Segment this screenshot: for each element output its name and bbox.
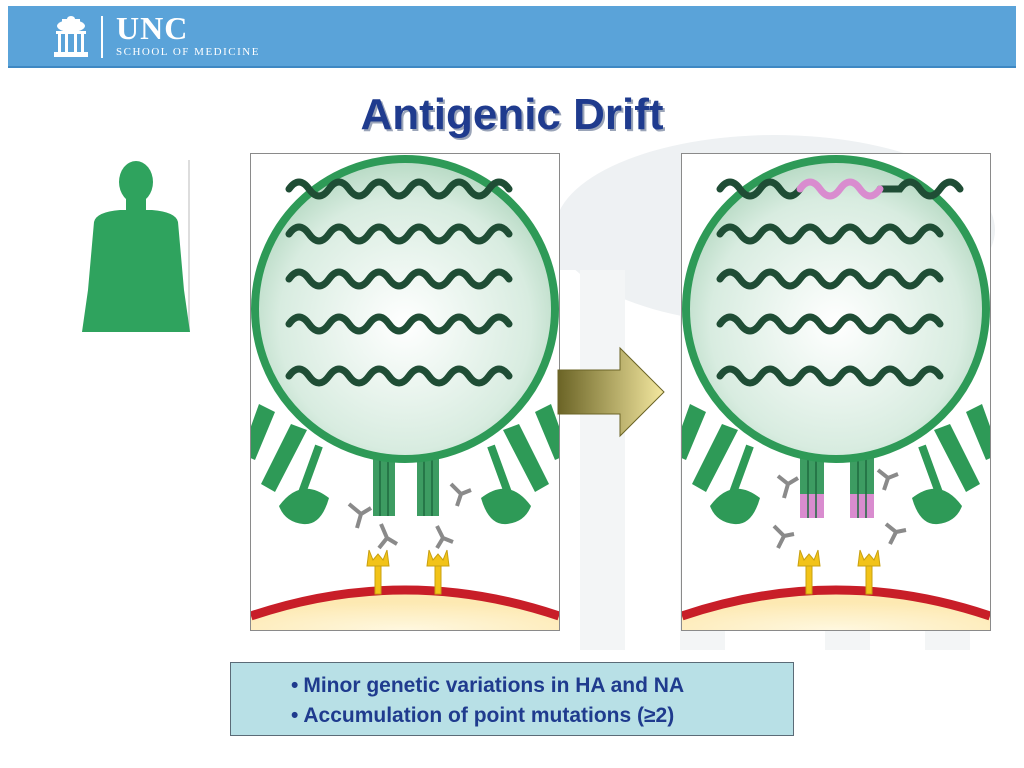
logo-subtitle: SCHOOL OF MEDICINE — [116, 46, 260, 58]
logo-wordmark: UNC — [116, 10, 189, 46]
virus-after-illustration — [672, 155, 1000, 630]
bullet-text: Accumulation of point mutations (≥2) — [303, 704, 675, 727]
old-well-logo-icon — [54, 16, 88, 57]
bullet-item: •Accumulation of point mutations (≥2) — [291, 704, 675, 727]
virus-after-panel — [672, 153, 1000, 631]
logo-divider — [101, 16, 103, 58]
bullet-item: •Minor genetic variations in HA and NA — [291, 674, 685, 697]
bullet-text: Minor genetic variations in HA and NA — [303, 674, 685, 697]
virus-before-illustration — [241, 155, 569, 630]
person-silhouette-icon — [82, 160, 190, 332]
virus-before-panel — [241, 153, 569, 631]
bullet-list: •Minor genetic variations in HA and NA •… — [231, 663, 793, 731]
caption-box: •Minor genetic variations in HA and NA •… — [230, 662, 794, 736]
slide-title: Antigenic Drift — [360, 90, 664, 139]
right-arrow-icon — [557, 346, 665, 438]
header-bar: UNC SCHOOL OF MEDICINE — [8, 6, 1016, 68]
